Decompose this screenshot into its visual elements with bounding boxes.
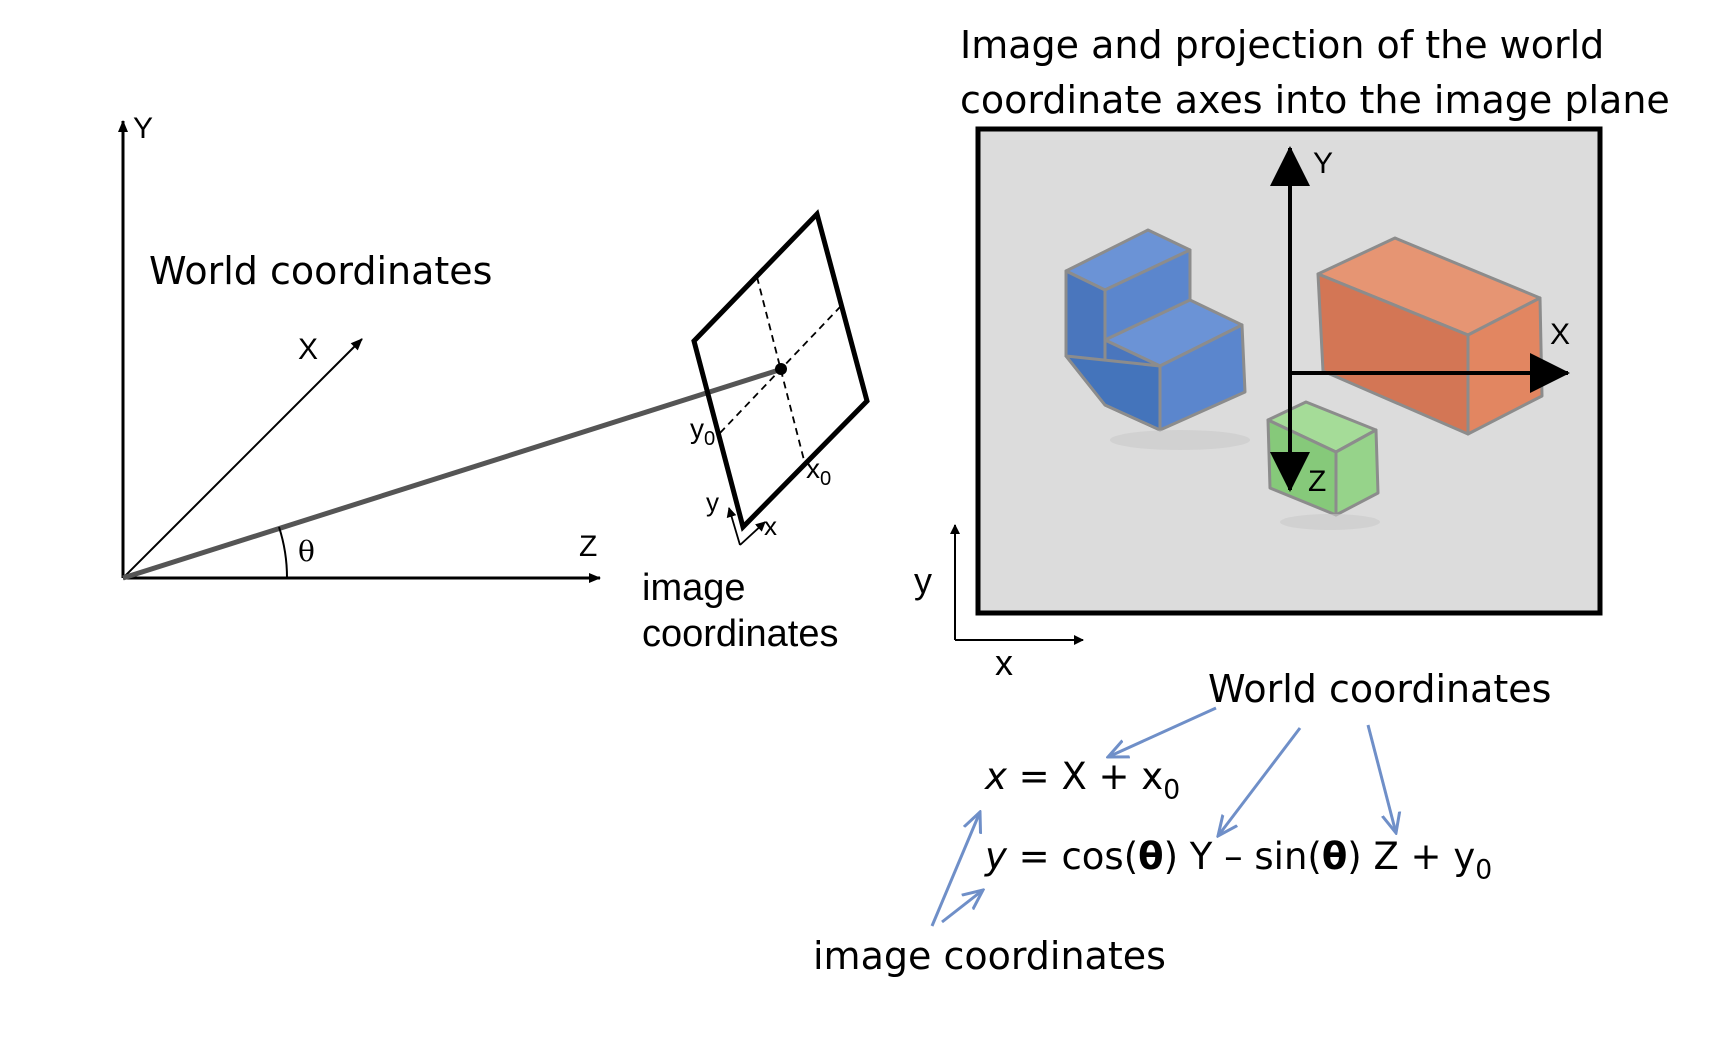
orange-block [1316,236,1544,436]
photo-frame [975,126,1603,616]
projection-ray [122,366,783,581]
overlay-y-label: Y [1313,147,1334,180]
principal-point [775,363,787,375]
world-coordinates-label: World coordinates [149,249,493,293]
theta-label: θ [298,535,315,568]
equation-y: y = cos(θ) Y – sin(θ) Z + y0 [985,835,1493,886]
image-coordinates-label-eq: image coordinates [813,934,1166,978]
small-x-label: x [764,511,777,541]
small-y-label: y [706,487,719,517]
projected-world-axes [1270,146,1570,492]
image-plane [691,209,870,546]
photo-caption: Image and projection of the world coordi… [960,23,1670,123]
world-z-label: Z [579,530,598,563]
small-y-axis [726,507,741,546]
overlay-x-label: X [1550,318,1571,351]
world-x-label: X [298,333,319,366]
x0-label: x0 [806,453,832,491]
world-y-label: Y [133,112,154,145]
small-x-axis [739,521,766,546]
outer-image-axes [950,524,1084,645]
overlay-z-label: Z [1308,465,1327,498]
image-coordinates-label-left: image coordinates [642,567,839,655]
x-axis [122,338,363,579]
outer-x-label: x [995,642,1013,683]
theta-arc [278,526,289,579]
annotation-arrows [930,706,1396,927]
world-axes [118,120,783,583]
image-plane-frame [691,209,870,532]
equation-x: x = X + x0 [985,755,1181,806]
world-coordinates-label-eq: World coordinates [1208,667,1552,711]
outer-y-label: y [914,560,932,601]
y0-label: y0 [690,413,716,451]
blue-block [1064,228,1247,432]
